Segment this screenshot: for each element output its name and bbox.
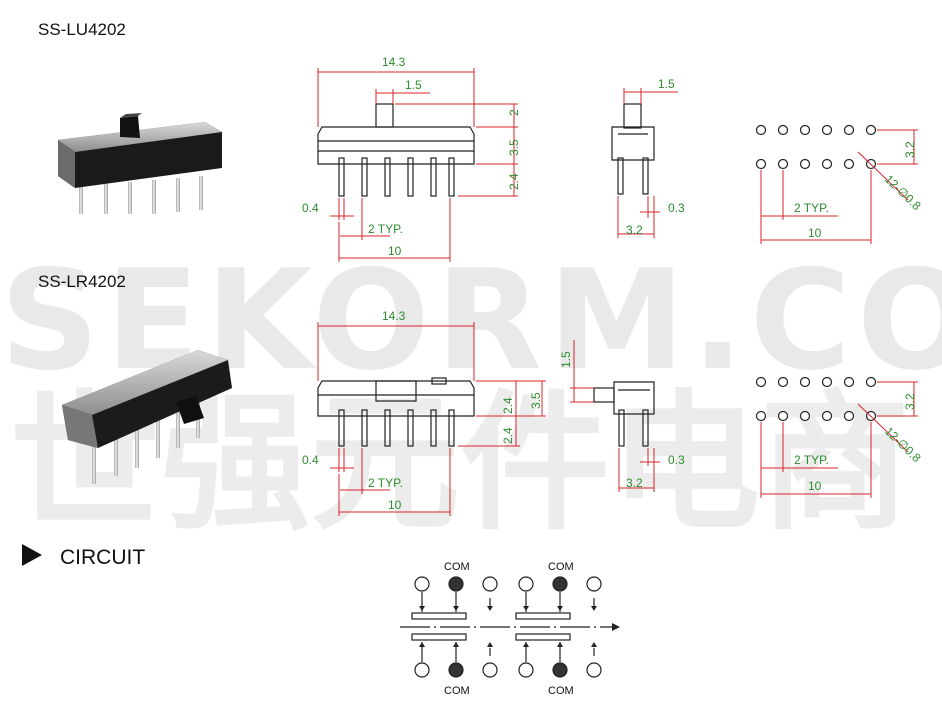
lr-actuator: 1.5 bbox=[559, 351, 573, 368]
com-bottom-left: COM bbox=[444, 685, 470, 697]
dims-lr-front bbox=[317, 322, 546, 516]
lr-pcb-hole: 12-∅0.8 bbox=[882, 424, 924, 465]
lu-pin-w: 0.4 bbox=[302, 201, 319, 215]
front-lr-pins bbox=[338, 409, 455, 447]
lr-pin-w: 0.4 bbox=[302, 453, 319, 467]
com-top-right: COM bbox=[548, 561, 574, 573]
lu-pcb-pitch: 2 TYP. bbox=[794, 201, 829, 215]
dims-lr-side-text: 1.5 0.3 3.2 bbox=[559, 351, 685, 490]
com-bottom-right: COM bbox=[548, 685, 574, 697]
side-view-lr bbox=[593, 381, 655, 447]
circuit-title: CIRCUIT bbox=[60, 546, 145, 569]
lu-pin-len: 2.4 bbox=[507, 173, 521, 190]
lr-pin-span: 10 bbox=[388, 498, 402, 512]
dims-lu-side bbox=[617, 88, 678, 238]
photo-lr bbox=[62, 350, 232, 484]
circuit-com-labels: COM COM COM COM bbox=[444, 561, 574, 697]
lu-side-pin: 0.3 bbox=[668, 201, 685, 215]
lu-pitch: 2 TYP. bbox=[368, 222, 403, 236]
circuit-arrowheads bbox=[419, 606, 597, 647]
arrow-right-icon bbox=[612, 623, 620, 631]
lr-pcb-pitch: 2 TYP. bbox=[794, 453, 829, 467]
front-view-lr bbox=[317, 377, 475, 447]
lr-pin-len: 2.4 bbox=[501, 427, 515, 444]
lr-side-w: 3.2 bbox=[626, 476, 643, 490]
lr-pcb-row: 3.2 bbox=[903, 393, 917, 410]
front-lu-pins bbox=[338, 157, 455, 197]
dims-lu-front-text: 14.3 1.5 2 3.5 2.4 0.4 2 TYP. 10 bbox=[302, 55, 521, 258]
lu-pin-span: 10 bbox=[388, 244, 402, 258]
circuit-diagram bbox=[400, 576, 612, 678]
lu-pcb-hole: 12-∅0.8 bbox=[882, 172, 924, 213]
lu-body-h: 3.5 bbox=[507, 139, 521, 156]
model-label-lu: SS-LU4202 bbox=[38, 20, 126, 39]
dims-lr-front-text: 14.3 2.4 3.5 2.4 0.4 2 TYP. 10 bbox=[302, 309, 543, 512]
circuit-top-contacts bbox=[414, 576, 602, 592]
circuit-bottom-contacts bbox=[414, 662, 602, 678]
model-label-lr: SS-LR4202 bbox=[38, 272, 126, 291]
lr-body-h: 3.5 bbox=[529, 392, 543, 409]
photo-lu-pins bbox=[79, 176, 203, 214]
lr-pcb-span: 10 bbox=[808, 479, 822, 493]
side-view-lu bbox=[611, 103, 655, 195]
photo-lu bbox=[58, 113, 222, 214]
dims-pcb-lu bbox=[760, 129, 918, 244]
pcb-lu bbox=[755, 124, 877, 170]
lu-pcb-row: 3.2 bbox=[903, 141, 917, 158]
lu-pcb-span: 10 bbox=[808, 226, 822, 240]
lr-mid-h: 2.4 bbox=[501, 397, 515, 414]
pcb-lr bbox=[755, 376, 877, 422]
lr-pitch: 2 TYP. bbox=[368, 476, 403, 490]
dims-lu-side-text: 1.5 0.3 3.2 bbox=[626, 77, 685, 237]
dims-lu-front bbox=[317, 68, 518, 262]
play-triangle-icon bbox=[22, 544, 42, 566]
lu-length: 14.3 bbox=[382, 55, 406, 69]
lu-side-actuator: 1.5 bbox=[658, 77, 675, 91]
com-top-left: COM bbox=[444, 561, 470, 573]
circuit-sliders bbox=[411, 612, 571, 641]
front-view-lu bbox=[317, 103, 475, 197]
lr-length: 14.3 bbox=[382, 309, 406, 323]
lu-actuator-w: 1.5 bbox=[405, 78, 422, 92]
dims-pcb-lr-text: 3.2 12-∅0.8 2 TYP. 10 bbox=[794, 393, 924, 493]
dims-lr-side bbox=[570, 340, 660, 492]
dims-pcb-lr bbox=[760, 381, 918, 498]
lr-side-pin: 0.3 bbox=[668, 453, 685, 467]
lu-side-w: 3.2 bbox=[626, 223, 643, 237]
lu-actuator-h: 2 bbox=[507, 109, 521, 116]
dims-pcb-lu-text: 3.2 12-∅0.8 2 TYP. 10 bbox=[794, 141, 924, 240]
